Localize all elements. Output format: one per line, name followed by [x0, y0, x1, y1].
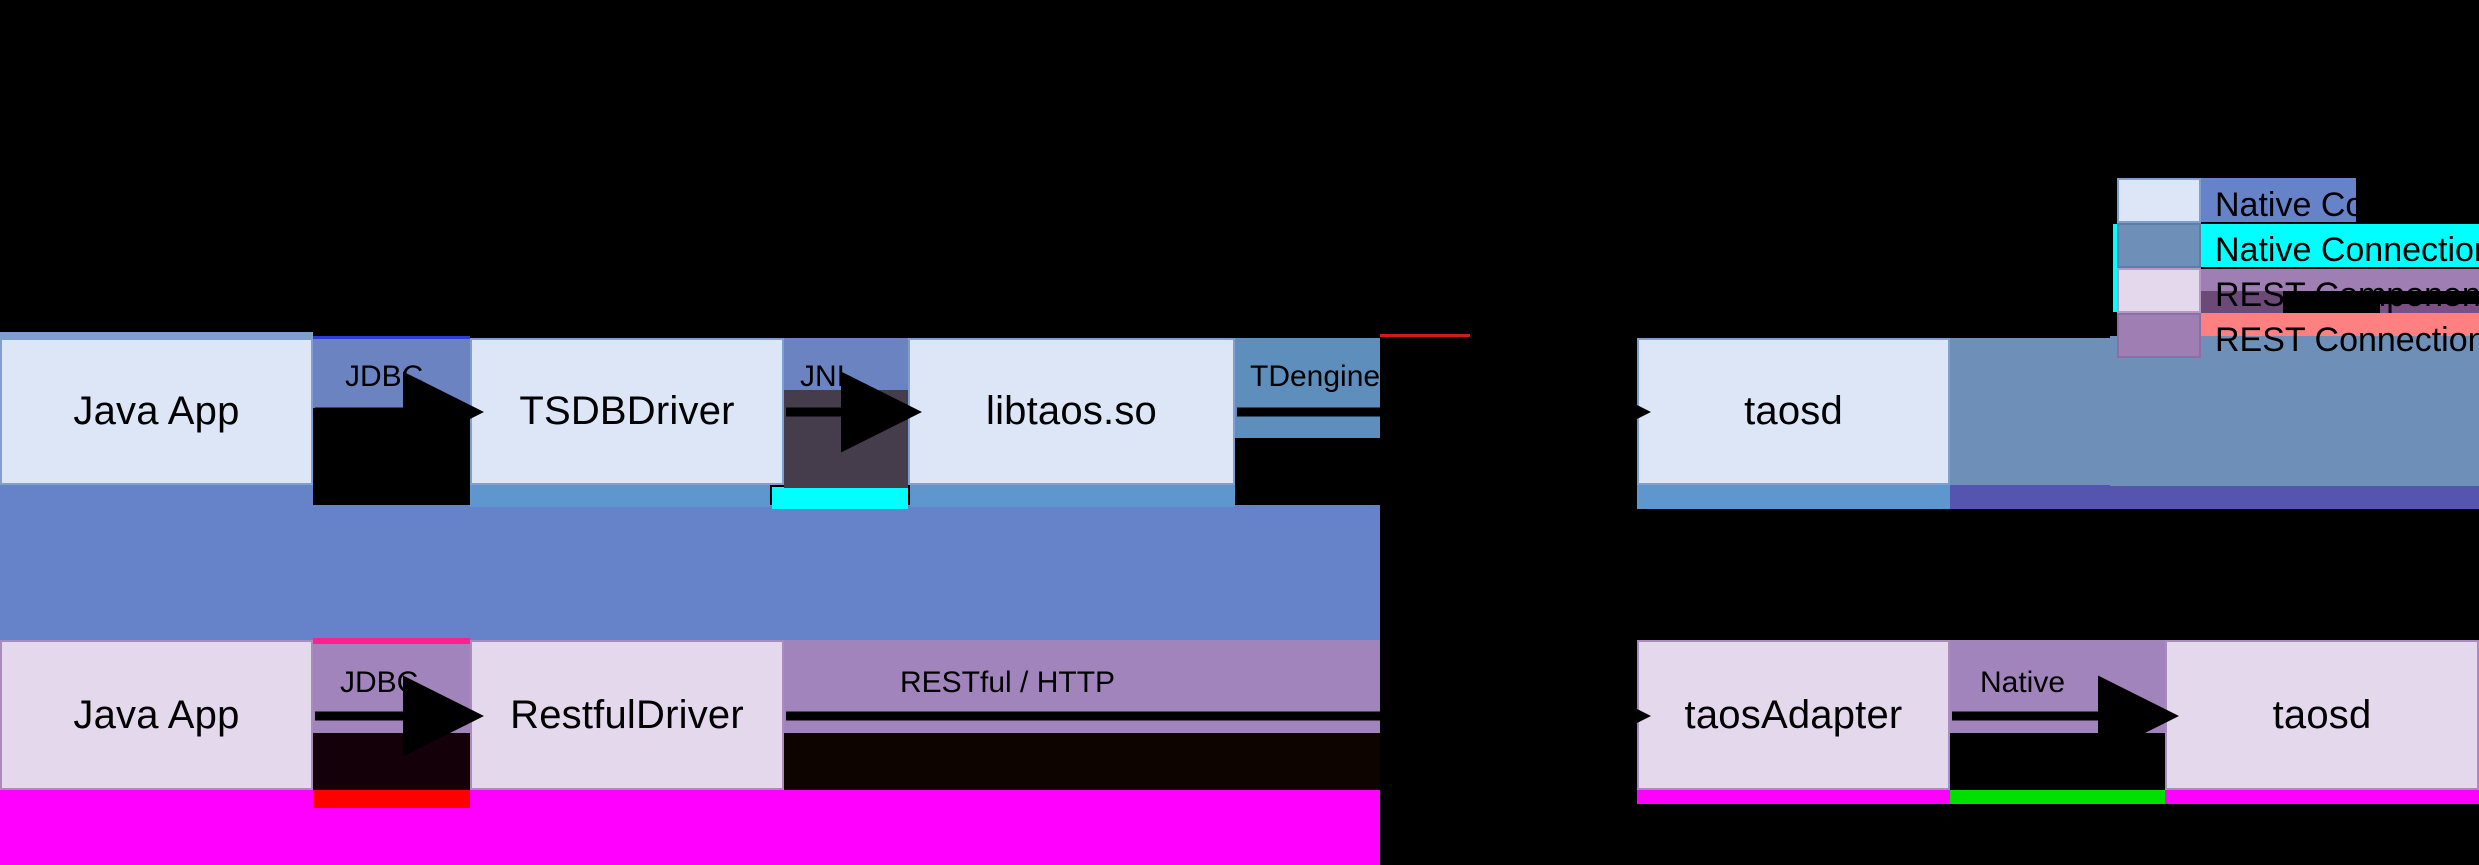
node-taos-adapter[interactable]: taosAdapter — [1637, 640, 1950, 790]
hairline-blue-top-1 — [313, 336, 470, 339]
native-gap-block-3 — [1235, 338, 1380, 438]
legend-band-rest-dark — [2201, 291, 2283, 313]
node-label: libtaos.so — [986, 389, 1157, 433]
node-java-app-native[interactable]: Java App — [0, 338, 313, 485]
node-restful-driver[interactable]: RestfulDriver — [470, 640, 784, 790]
native-right-band-underline — [1950, 485, 2479, 509]
arrow-label-tsdbdriver-libtaos: JNI — [800, 360, 845, 393]
rest-arrow-shadow-1 — [313, 733, 470, 790]
native-underline-band-b — [470, 485, 770, 507]
legend-label-rest-box: REST Component — [2215, 276, 2479, 314]
legend-band-steel-bottom — [2110, 336, 2479, 486]
node-label: taosAdapter — [1684, 692, 1903, 737]
node-libtaos-so[interactable]: libtaos.so — [908, 338, 1235, 485]
arrow-label-javaapp-tsdbdriver: JDBC — [345, 360, 424, 393]
native-right-band-underline-left — [1637, 485, 1950, 509]
arrow-label-libtaos-taosd: TDengine Native Protocol — [1250, 360, 1592, 393]
native-band-top-left — [0, 332, 313, 340]
native-underline-band-c — [910, 485, 1235, 507]
rest-connection-band — [0, 790, 1380, 865]
node-label: RestfulDriver — [510, 692, 744, 737]
jni-arrow-shadow-block — [784, 388, 908, 488]
legend-swatch-rest-line — [2117, 313, 2201, 358]
legend-label-rest-line: REST Connection — [2215, 321, 2479, 359]
rest-arrow-shadow-2 — [784, 733, 1380, 790]
rest-underline-red-marker — [313, 790, 470, 808]
legend-label-native-box: Native Component — [2215, 186, 2479, 224]
rest-underline-magenta-a — [1637, 790, 1950, 804]
node-taosd-native[interactable]: taosd — [1637, 338, 1950, 485]
legend-band-cyan-left-hairline — [2113, 224, 2118, 312]
node-label: taosd — [1744, 389, 1843, 433]
legend-band-cyan — [2201, 224, 2479, 267]
native-underline-band-a — [0, 485, 313, 507]
node-taosd-rest[interactable]: taosd — [2165, 640, 2479, 790]
node-tsdb-driver[interactable]: TSDBDriver — [470, 338, 784, 485]
node-label: Java App — [73, 389, 240, 433]
legend-band-rest-line — [2201, 269, 2479, 291]
hairline-red-top — [1380, 334, 1470, 337]
arrow-label-restfuldriver-adapter: RESTful / HTTP — [900, 666, 1116, 699]
node-java-app-rest[interactable]: Java App — [0, 640, 313, 790]
legend-swatch-native-box — [2117, 178, 2201, 223]
legend-swatch-native-line — [2117, 223, 2201, 268]
rest-band-magenta-hairline — [313, 638, 470, 644]
rest-underline-magenta-b — [2165, 790, 2479, 804]
arrow-label-javaapp-restfuldriver: JDBC — [340, 666, 419, 699]
node-label: taosd — [2272, 692, 2372, 737]
node-label: TSDBDriver — [519, 389, 735, 433]
node-label: Java App — [73, 692, 240, 737]
legend-label-native-line: Native Connection — [2215, 231, 2479, 269]
native-connection-band — [0, 505, 1380, 640]
rest-underline-green-marker — [1950, 790, 2165, 804]
native-underline-cyan-marker — [772, 487, 908, 509]
legend-swatch-rest-box — [2117, 268, 2201, 313]
arrow-label-adapter-taosd: Native — [1980, 666, 2066, 699]
legend-band-native-line — [2201, 178, 2356, 222]
